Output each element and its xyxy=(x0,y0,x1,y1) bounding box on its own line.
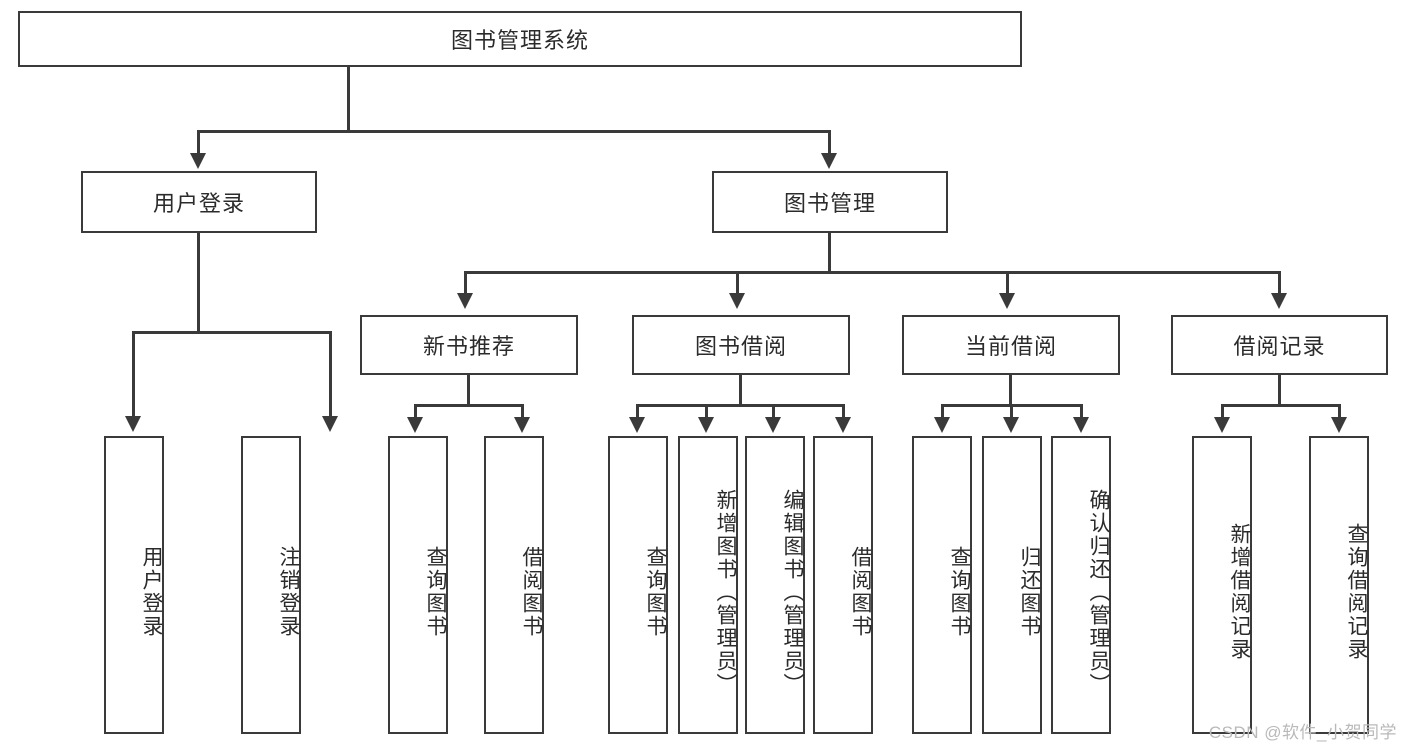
connector-current-stem xyxy=(1009,375,1012,407)
connector-borrow-child-4 xyxy=(842,404,845,420)
arrowhead-recommend-child-1 xyxy=(407,417,423,433)
connector-user-login-child-1 xyxy=(132,331,135,419)
node-label: 借阅记录 xyxy=(1233,334,1326,359)
leaf-label: 确认归还（管理员） xyxy=(1087,488,1110,696)
connector-user-login-child-2 xyxy=(329,331,332,419)
connector-record-stem xyxy=(1278,375,1281,407)
connector-book-mgmt-stem xyxy=(828,233,831,274)
arrowhead-user-login-child-2 xyxy=(322,416,338,432)
connector-borrow-child-1 xyxy=(636,404,639,420)
node-label: 用户登录 xyxy=(152,191,245,216)
arrowhead-current-child-3 xyxy=(1073,417,1089,433)
node-book-management[interactable]: 图书管理 xyxy=(712,171,948,233)
connector-recommend-child-1 xyxy=(414,404,417,420)
connector-root-bar xyxy=(197,130,830,133)
connector-recommend-stem xyxy=(467,375,470,407)
node-label: 当前借阅 xyxy=(964,334,1057,359)
connector-record-bar xyxy=(1221,404,1341,407)
arrowhead-borrow-child-4 xyxy=(835,417,851,433)
connector-book-mgmt-bar xyxy=(464,271,1281,274)
leaf-label: 新增图书（管理员） xyxy=(714,488,737,696)
node-current-borrow[interactable]: 当前借阅 xyxy=(902,315,1120,375)
connector-book-mgmt-child-3 xyxy=(1006,271,1009,295)
connector-current-child-2 xyxy=(1010,404,1013,420)
connector-book-mgmt-child-2 xyxy=(736,271,739,295)
arrowhead-book-mgmt-child-4 xyxy=(1271,293,1287,309)
connector-borrow-child-3 xyxy=(772,404,775,420)
leaf-label: 新增借阅记录 xyxy=(1228,523,1251,661)
connector-book-mgmt-child-4 xyxy=(1278,271,1281,295)
arrowhead-to-user-login xyxy=(190,153,206,169)
connector-user-login-bar xyxy=(132,331,332,334)
arrowhead-borrow-child-2 xyxy=(698,417,714,433)
arrowhead-recommend-child-2 xyxy=(514,417,530,433)
leaf-current-query-book[interactable]: 查询图书 xyxy=(912,436,972,734)
leaf-label: 借阅图书 xyxy=(849,546,872,638)
arrowhead-book-mgmt-child-3 xyxy=(999,293,1015,309)
leaf-record-query-record[interactable]: 查询借阅记录 xyxy=(1309,436,1369,734)
leaf-label: 借阅图书 xyxy=(520,546,543,638)
connector-root-to-user-login xyxy=(197,130,200,156)
leaf-label: 查询图书 xyxy=(644,546,667,638)
leaf-label: 查询图书 xyxy=(948,546,971,638)
arrowhead-book-mgmt-child-1 xyxy=(457,293,473,309)
leaf-borrow-query-book[interactable]: 查询图书 xyxy=(608,436,668,734)
arrowhead-record-child-1 xyxy=(1214,417,1230,433)
arrowhead-user-login-child-1 xyxy=(125,416,141,432)
connector-borrow-stem xyxy=(739,375,742,407)
node-label: 图书管理 xyxy=(783,191,876,216)
connector-book-mgmt-child-1 xyxy=(464,271,467,295)
leaf-label: 编辑图书（管理员） xyxy=(781,488,804,696)
leaf-label: 用户登录 xyxy=(140,546,163,638)
arrowhead-current-child-2 xyxy=(1003,417,1019,433)
connector-current-child-3 xyxy=(1080,404,1083,420)
leaf-label: 查询借阅记录 xyxy=(1345,523,1368,661)
leaf-borrow-edit-book-admin[interactable]: 编辑图书（管理员） xyxy=(745,436,805,734)
csdn-watermark: CSDN @软件_小贺同学 xyxy=(1208,723,1397,742)
connector-record-child-1 xyxy=(1221,404,1224,420)
leaf-record-add-record[interactable]: 新增借阅记录 xyxy=(1192,436,1252,734)
leaf-borrow-borrow-book[interactable]: 借阅图书 xyxy=(813,436,873,734)
connector-user-login-stem xyxy=(197,233,200,334)
node-borrow-record[interactable]: 借阅记录 xyxy=(1171,315,1388,375)
connector-recommend-bar xyxy=(414,404,524,407)
arrowhead-borrow-child-3 xyxy=(765,417,781,433)
leaf-current-return-book[interactable]: 归还图书 xyxy=(982,436,1042,734)
leaf-recommend-borrow-book[interactable]: 借阅图书 xyxy=(484,436,544,734)
connector-borrow-child-2 xyxy=(705,404,708,420)
connector-root-to-book-mgmt xyxy=(828,130,831,156)
arrowhead-record-child-2 xyxy=(1331,417,1347,433)
leaf-label: 归还图书 xyxy=(1018,546,1041,638)
arrowhead-to-book-mgmt xyxy=(821,153,837,169)
node-label: 新书推荐 xyxy=(422,334,515,359)
leaf-user-login[interactable]: 用户登录 xyxy=(104,436,164,734)
connector-recommend-child-2 xyxy=(521,404,524,420)
arrowhead-borrow-child-1 xyxy=(629,417,645,433)
connector-record-child-2 xyxy=(1338,404,1341,420)
arrowhead-current-child-1 xyxy=(934,417,950,433)
leaf-current-confirm-return-admin[interactable]: 确认归还（管理员） xyxy=(1051,436,1111,734)
connector-root-stem xyxy=(347,67,350,131)
connector-borrow-bar xyxy=(636,404,845,407)
node-label: 图书管理系统 xyxy=(450,28,589,53)
leaf-borrow-add-book-admin[interactable]: 新增图书（管理员） xyxy=(678,436,738,734)
leaf-label: 注销登录 xyxy=(277,546,300,638)
node-new-book-recommend[interactable]: 新书推荐 xyxy=(360,315,578,375)
arrowhead-book-mgmt-child-2 xyxy=(729,293,745,309)
node-root-system[interactable]: 图书管理系统 xyxy=(18,11,1022,67)
connector-current-child-1 xyxy=(941,404,944,420)
node-user-login[interactable]: 用户登录 xyxy=(81,171,317,233)
leaf-label: 查询图书 xyxy=(424,546,447,638)
leaf-recommend-query-book[interactable]: 查询图书 xyxy=(388,436,448,734)
leaf-logout[interactable]: 注销登录 xyxy=(241,436,301,734)
node-label: 图书借阅 xyxy=(694,334,787,359)
node-book-borrow[interactable]: 图书借阅 xyxy=(632,315,850,375)
